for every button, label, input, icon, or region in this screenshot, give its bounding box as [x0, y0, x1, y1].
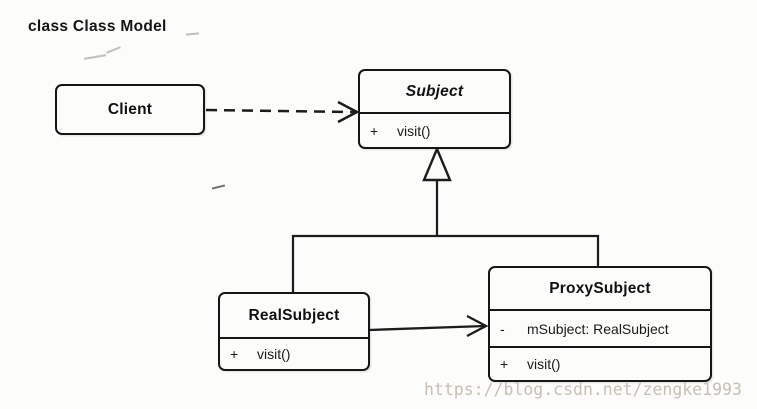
method-row: + visit() — [360, 112, 509, 147]
class-box-client: Client — [55, 84, 205, 135]
method-signature: visit() — [257, 346, 291, 362]
method-row: + visit() — [220, 337, 368, 369]
class-box-proxysubject: ProxySubject - mSubject: RealSubject + v… — [488, 266, 712, 382]
generalization-tree-to-subject — [291, 145, 600, 293]
open-arrowhead-icon — [466, 314, 489, 338]
class-name-subject: Subject — [405, 82, 464, 100]
attribute-signature: mSubject: RealSubject — [527, 320, 669, 337]
method-row: + visit() — [490, 346, 710, 380]
dependency-arrow-client-to-subject — [205, 100, 360, 124]
method-signature: visit() — [397, 122, 431, 139]
csdn-watermark: https://blog.csdn.net/zengke1993 — [424, 380, 742, 399]
method-signature: visit() — [527, 356, 561, 372]
open-arrowhead-icon — [337, 100, 360, 124]
class-box-subject: Subject + visit() — [358, 69, 511, 149]
visibility-symbol: + — [230, 346, 239, 362]
hollow-triangle-icon — [422, 145, 452, 182]
visibility-symbol: + — [370, 122, 379, 139]
class-name-client: Client — [107, 100, 153, 118]
class-name-proxysubject: ProxySubject — [549, 279, 651, 297]
attribute-row: - mSubject: RealSubject — [490, 309, 710, 346]
class-box-realsubject: RealSubject + visit() — [218, 292, 370, 371]
diagram-title: class Class Model — [28, 18, 167, 35]
visibility-symbol: + — [500, 356, 509, 372]
association-arrow-realsubject-to-proxysubject — [368, 314, 489, 338]
class-name-realsubject: RealSubject — [248, 306, 340, 324]
visibility-symbol: - — [500, 320, 505, 337]
